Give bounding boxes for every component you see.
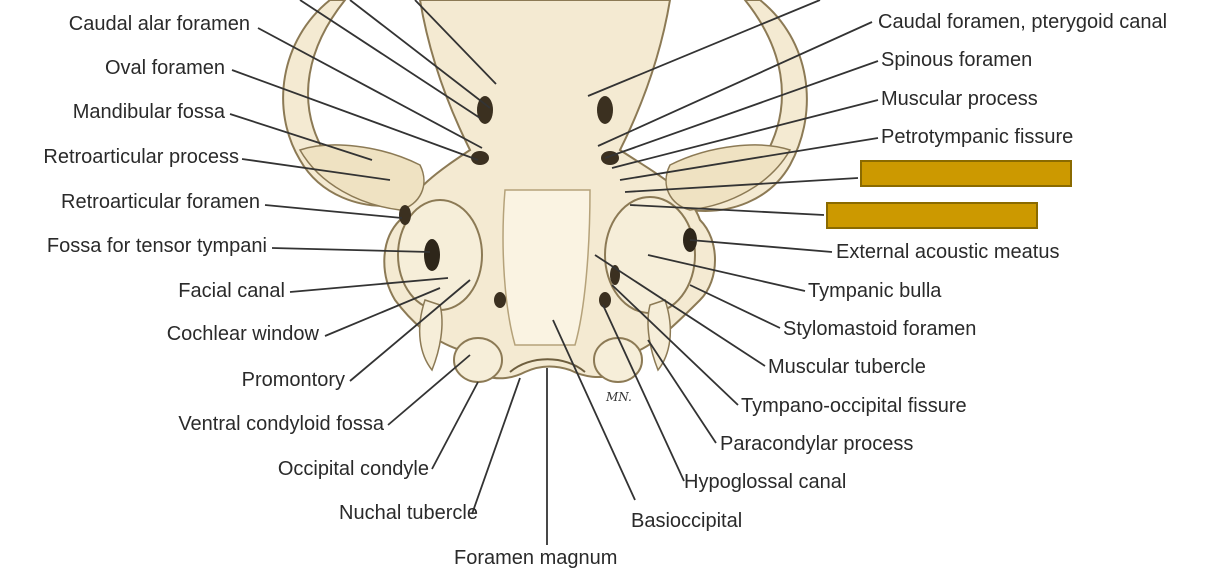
label-spinous-foramen: Spinous foramen bbox=[881, 49, 1033, 71]
leader-muscular-process bbox=[611, 99, 879, 169]
leader-ventral-condyloid-fossa bbox=[387, 354, 471, 426]
artist-signature: MN. bbox=[606, 390, 632, 404]
label-basioccipital: Basioccipital bbox=[631, 510, 743, 532]
right-foramen-shadow-1 bbox=[597, 96, 613, 124]
leader-tympano-occipital-fissure bbox=[611, 284, 739, 406]
label-petrotympanic-fissure: Petrotympanic fissure bbox=[881, 126, 1074, 148]
leader-stylomastoid-foramen bbox=[689, 284, 781, 329]
leader-cochlear-window bbox=[324, 287, 441, 337]
right-mandibular-region bbox=[665, 144, 792, 211]
label-retroarticular-foramen: Retroarticular foramen bbox=[61, 191, 260, 213]
leader-lines-left bbox=[229, 0, 548, 545]
leader-mandibular-fossa bbox=[229, 113, 373, 161]
label-external-acoustic-meatus: External acoustic meatus bbox=[836, 241, 1060, 263]
label-promontory: Promontory bbox=[241, 369, 345, 391]
left-retroarticular-shadow bbox=[399, 205, 411, 225]
label-muscular-process: Muscular process bbox=[881, 88, 1038, 110]
label-ventral-condyloid-fossa: Ventral condyloid fossa bbox=[178, 413, 384, 435]
hidden-label-box-2[interactable] bbox=[826, 202, 1038, 229]
leader-muscular-tubercle bbox=[594, 254, 766, 367]
hidden-label-box-1[interactable] bbox=[860, 160, 1072, 187]
leader-basioccipital bbox=[552, 319, 636, 501]
leader-tympanic-bulla bbox=[647, 254, 806, 292]
leader-nuchal-tubercle bbox=[471, 377, 521, 515]
label-occipital-condyle: Occipital condyle bbox=[277, 458, 429, 480]
left-acoustic-opening bbox=[424, 239, 440, 271]
leader-petrotympanic-fissure bbox=[619, 137, 879, 181]
label-muscular-tubercle: Muscular tubercle bbox=[768, 356, 926, 378]
left-occipital-condyle bbox=[453, 337, 503, 383]
leader-oval-foramen bbox=[231, 69, 479, 161]
label-cochlear-window: Cochlear window bbox=[166, 323, 319, 345]
label-paracondylar-process: Paracondylar process bbox=[720, 433, 914, 455]
leader-retroarticular-foramen bbox=[264, 204, 403, 219]
label-nuchal-tubercle: Nuchal tubercle bbox=[339, 502, 478, 524]
leader-hidden-1 bbox=[624, 177, 859, 193]
left-hypoglossal-shadow bbox=[494, 292, 506, 308]
right-hypoglossal-shadow bbox=[599, 292, 611, 308]
leader-lines-right bbox=[552, 0, 879, 501]
leader-fossa-for-tensor-tympani bbox=[271, 247, 431, 253]
leader-occipital-condyle bbox=[431, 381, 479, 470]
leader-spinous-foramen bbox=[604, 60, 879, 159]
label-mandibular-fossa: Mandibular fossa bbox=[72, 101, 225, 123]
label-fossa-for-tensor-tympani: Fossa for tensor tympani bbox=[46, 235, 267, 257]
label-hypoglossal-canal: Hypoglossal canal bbox=[684, 471, 847, 493]
label-tympano-occipital-fissure: Tympano-occipital fissure bbox=[741, 395, 967, 417]
label-caudal-alar-foramen: Caudal alar foramen bbox=[68, 13, 250, 35]
leader-hidden-2 bbox=[629, 204, 825, 216]
label-facial-canal: Facial canal bbox=[178, 280, 285, 302]
leader-external-acoustic-meatus bbox=[689, 239, 833, 253]
label-tympanic-bulla: Tympanic bulla bbox=[808, 280, 942, 302]
left-foramen-shadow-2 bbox=[471, 151, 489, 165]
label-oval-foramen: Oval foramen bbox=[104, 57, 225, 79]
leader-top-3 bbox=[414, 0, 497, 85]
label-retroarticular-process: Retroarticular process bbox=[43, 146, 239, 168]
label-foramen-magnum: Foramen magnum bbox=[454, 547, 618, 569]
leader-promontory bbox=[349, 279, 471, 382]
leader-caudal-alar-foramen bbox=[257, 27, 483, 149]
left-paracondylar-process bbox=[418, 299, 443, 372]
leader-top-right-1 bbox=[587, 0, 821, 97]
leader-facial-canal bbox=[289, 277, 449, 293]
leader-caudal-foramen-pterygoid-canal bbox=[597, 21, 873, 147]
left-mandibular-region bbox=[298, 144, 425, 211]
leader-top-1 bbox=[299, 0, 481, 119]
label-stylomastoid-foramen: Stylomastoid foramen bbox=[783, 318, 977, 340]
foramen-magnum-notch bbox=[509, 358, 586, 373]
leader-hypoglossal-canal bbox=[602, 304, 685, 482]
leader-top-2 bbox=[349, 0, 491, 109]
leader-paracondylar-process bbox=[647, 339, 717, 444]
left-foramen-shadow-1 bbox=[477, 96, 493, 124]
basioccipital-bone bbox=[502, 189, 591, 346]
right-paracondylar-process bbox=[647, 299, 672, 372]
label-caudal-foramen-pterygoid-canal: Caudal foramen, pterygoid canal bbox=[878, 11, 1168, 33]
leader-retroarticular-process bbox=[241, 158, 391, 181]
